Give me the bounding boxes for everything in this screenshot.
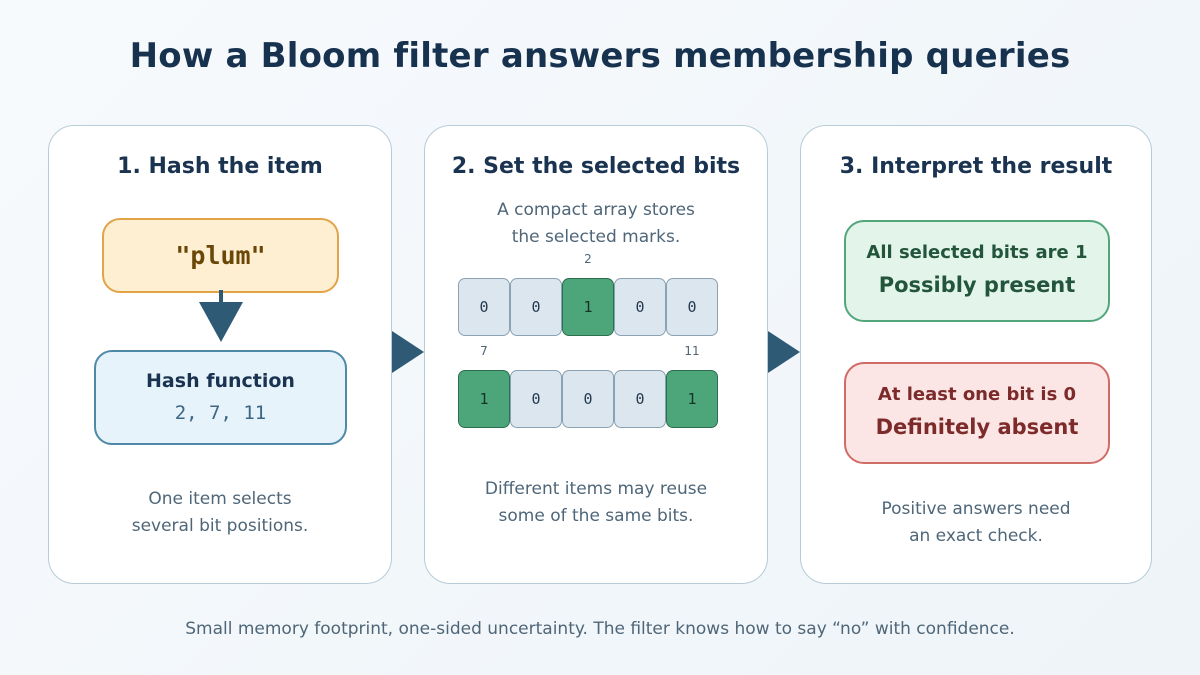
bit-cell: 0: [510, 278, 562, 336]
result-verdict: Definitely absent: [875, 415, 1079, 439]
bit-cell-set: 1: [458, 370, 510, 428]
bit-cell: 0: [666, 278, 718, 336]
caption-line: Positive answers need: [881, 499, 1071, 519]
panel-caption: One item selects several bit positions.: [49, 486, 391, 540]
bit-cell: 0: [614, 370, 666, 428]
hash-values: 2, 7, 11: [174, 402, 267, 424]
caption-line: an exact check.: [909, 526, 1043, 546]
hash-function-label: Hash function: [146, 370, 295, 392]
bit-cell: 0: [614, 278, 666, 336]
page-title: How a Bloom filter answers membership qu…: [129, 36, 1071, 76]
item-box: "plum": [102, 218, 339, 293]
bit-cell: 0: [510, 370, 562, 428]
hash-function-box: Hash function 2, 7, 11: [94, 350, 347, 445]
bit-index-label: 7: [480, 344, 488, 358]
panel-set-bits: 2. Set the selected bits A compact array…: [424, 125, 768, 584]
intro-line: A compact array stores: [497, 200, 695, 220]
panel-hash-item: 1. Hash the item "plum" Hash function 2,…: [48, 125, 392, 584]
result-condition: All selected bits are 1: [866, 242, 1088, 263]
panel-title: 2. Set the selected bits: [451, 154, 741, 179]
panel-caption: Positive answers need an exact check.: [801, 496, 1151, 550]
caption-line: several bit positions.: [131, 516, 309, 536]
caption-line: One item selects: [148, 489, 292, 509]
bit-cell: 0: [562, 370, 614, 428]
intro-line: the selected marks.: [511, 227, 681, 247]
bit-cell: 0: [458, 278, 510, 336]
bit-index-label: 2: [584, 252, 592, 266]
footer-note: Small memory footprint, one-sided uncert…: [185, 619, 1015, 639]
panel-intro: A compact array stores the selected mark…: [425, 197, 767, 251]
panel-title: 3. Interpret the result: [839, 154, 1113, 179]
panel-interpret-result: 3. Interpret the result All selected bit…: [800, 125, 1152, 584]
bit-cell-set: 1: [666, 370, 718, 428]
arrow-down-icon: [199, 290, 243, 342]
bit-cell-set: 1: [562, 278, 614, 336]
caption-line: some of the same bits.: [498, 506, 694, 526]
result-definitely-absent: At least one bit is 0 Definitely absent: [844, 362, 1110, 464]
panel-caption: Different items may reuse some of the sa…: [425, 476, 767, 530]
result-possibly-present: All selected bits are 1 Possibly present: [844, 220, 1110, 322]
arrow-right-icon: [768, 331, 800, 373]
result-condition: At least one bit is 0: [877, 384, 1077, 405]
bit-index-label: 11: [684, 344, 700, 358]
arrow-right-icon: [392, 331, 424, 373]
result-verdict: Possibly present: [878, 273, 1076, 297]
panel-title: 1. Hash the item: [117, 154, 323, 179]
caption-line: Different items may reuse: [484, 479, 708, 499]
